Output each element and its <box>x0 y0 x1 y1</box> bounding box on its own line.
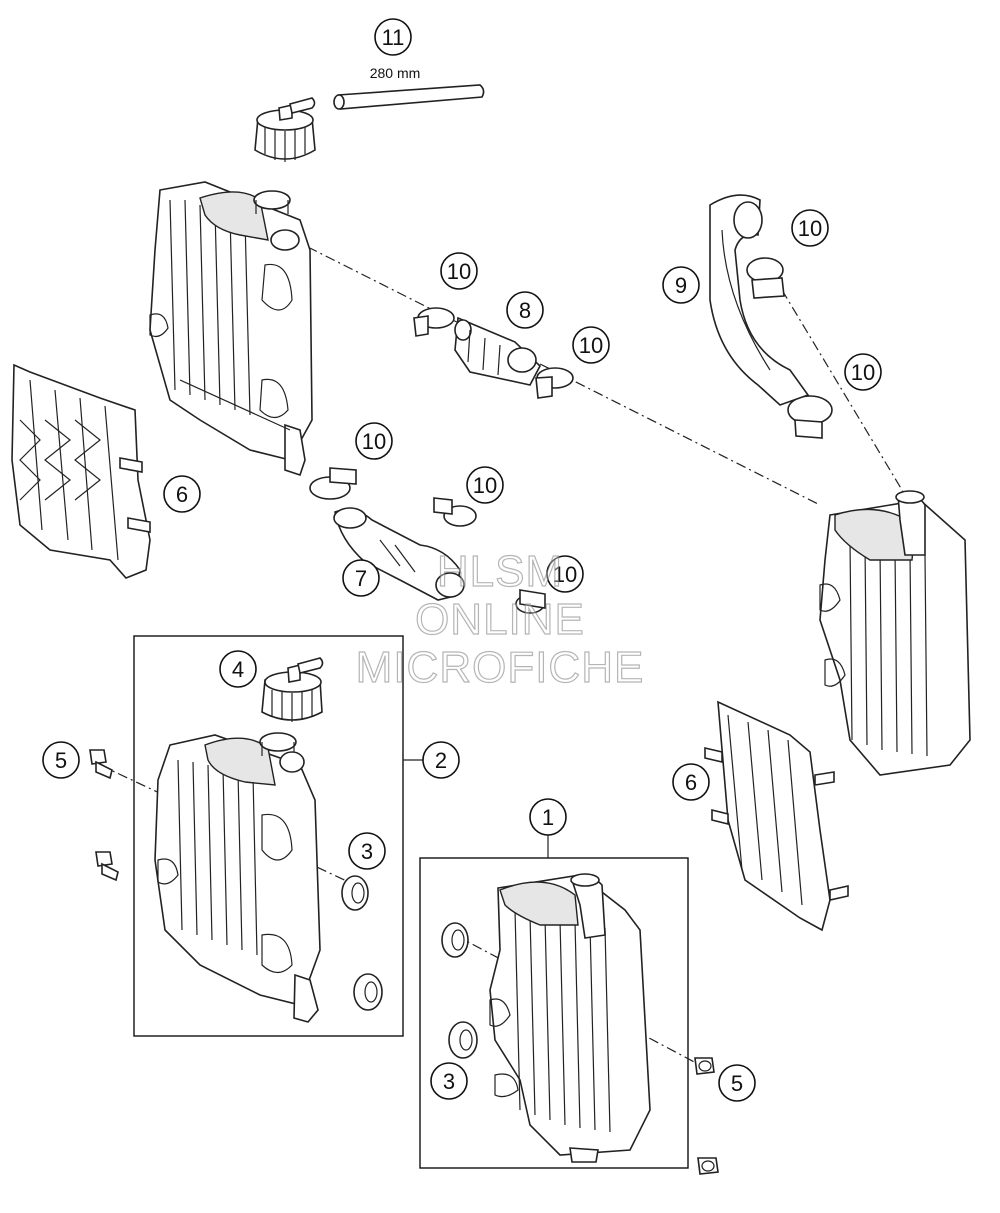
callout-10-b: 10 <box>572 326 610 364</box>
callout-5-right: 5 <box>718 1064 756 1102</box>
hose-length-label: 280 mm <box>370 65 421 81</box>
callout-3-left: 3 <box>348 832 386 870</box>
svg-text:10: 10 <box>362 429 386 454</box>
thermostat-housing-part-8 <box>454 316 541 386</box>
callout-10-f: 10 <box>466 466 504 504</box>
svg-text:6: 6 <box>176 482 188 507</box>
clamp-mid-left <box>309 467 357 500</box>
svg-text:10: 10 <box>798 216 822 241</box>
svg-text:3: 3 <box>361 839 373 864</box>
radiator-cap-top <box>254 97 316 162</box>
svg-text:6: 6 <box>685 770 697 795</box>
grommet-right-lower <box>448 1021 478 1059</box>
bolt-right-upper <box>694 1057 715 1075</box>
bolt-left-upper <box>89 749 113 780</box>
callout-8: 8 <box>506 291 544 329</box>
shroud-right <box>704 700 849 932</box>
assembly-box-right-radiator <box>419 857 689 1169</box>
radiator-cap-part-4 <box>261 657 324 722</box>
callout-5-left: 5 <box>42 741 80 779</box>
callout-6-left: 6 <box>163 475 201 513</box>
callout-10-a: 10 <box>440 252 478 290</box>
clamp-hose-top <box>746 257 785 299</box>
callout-2: 2 <box>422 741 460 779</box>
svg-text:7: 7 <box>355 566 367 591</box>
radiator-top-left <box>149 181 313 477</box>
clamp-mid-right <box>433 497 477 527</box>
callout-9: 9 <box>662 266 700 304</box>
svg-text:3: 3 <box>443 1069 455 1094</box>
clamp-upper-right <box>535 367 574 399</box>
alignment-line-right-bolt <box>454 934 701 1066</box>
grommet-left-upper <box>341 875 369 911</box>
svg-text:10: 10 <box>851 360 875 385</box>
svg-text:10: 10 <box>447 259 471 284</box>
assembly-box-left-radiator <box>133 635 404 1037</box>
radiator-right-assembly <box>489 873 651 1163</box>
svg-text:9: 9 <box>675 273 687 298</box>
callout-10-e: 10 <box>355 422 393 460</box>
hose-part-9 <box>709 194 810 406</box>
bolt-left-lower <box>95 851 119 882</box>
grommet-right-upper <box>441 922 469 958</box>
svg-text:5: 5 <box>731 1071 743 1096</box>
radiator-left-assembly <box>154 732 321 1023</box>
callout-11: 11 <box>374 18 412 56</box>
callout-1: 1 <box>529 798 567 836</box>
callout-6-right: 6 <box>672 763 710 801</box>
svg-text:4: 4 <box>232 657 244 682</box>
clamp-lower <box>515 589 546 614</box>
clamp-hose-bottom <box>787 395 833 439</box>
hose-part-7 <box>333 507 465 601</box>
shroud-left <box>11 363 151 579</box>
svg-text:10: 10 <box>473 473 497 498</box>
svg-text:2: 2 <box>435 748 447 773</box>
svg-text:11: 11 <box>382 25 405 50</box>
bolt-right-lower <box>697 1157 719 1175</box>
radiator-right-large <box>819 490 971 776</box>
callout-10-c: 10 <box>791 209 829 247</box>
hose-part-11 <box>333 84 485 110</box>
callout-4: 4 <box>219 650 257 688</box>
svg-text:5: 5 <box>55 748 67 773</box>
clamp-upper-left <box>413 307 455 337</box>
callout-10-d: 10 <box>844 353 882 391</box>
grommet-left-lower <box>353 973 383 1011</box>
svg-text:1: 1 <box>542 805 554 830</box>
callout-7: 7 <box>342 559 380 597</box>
callout-3-right: 3 <box>430 1062 468 1100</box>
callout-10-g: 10 <box>546 555 584 593</box>
svg-text:10: 10 <box>579 333 603 358</box>
svg-text:8: 8 <box>519 298 531 323</box>
alignment-line-top <box>289 237 821 506</box>
svg-text:10: 10 <box>553 562 577 587</box>
